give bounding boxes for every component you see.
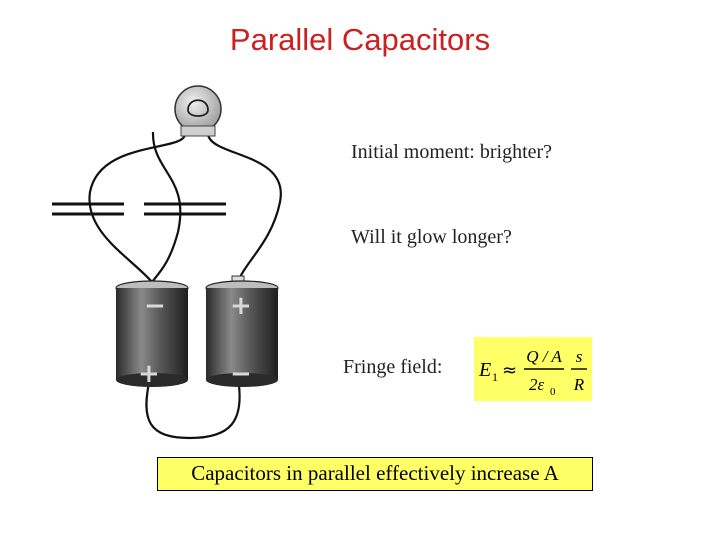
battery-left-bottom-sign: + [138,359,160,389]
bulb-icon [174,85,222,137]
formula-numerator: Q / A [526,347,562,366]
formula-ratio-num: s [576,347,583,366]
battery-left: − + [115,280,189,389]
circuit-diagram: − + + − [52,85,282,440]
summary-callout: Capacitors in parallel effectively incre… [157,457,593,491]
wires [88,131,282,440]
battery-left-top-sign: − [144,291,166,321]
fringe-field-label: Fringe field: [343,356,443,378]
question-initial-brightness: Initial moment: brighter? [351,141,553,163]
battery-right-bottom-sign: − [230,359,252,389]
capacitor-plates [52,202,226,216]
formula-lhs-sub: 1 [492,370,498,384]
fringe-field-formula: E 1 ≈ Q / A 2ε 0 s R [474,337,592,401]
formula-approx: ≈ [502,360,517,381]
formula-denominator: 2ε [529,375,545,394]
slide-title: Parallel Capacitors [229,22,491,57]
battery-right-top-sign: + [230,291,252,321]
formula-denominator-sub: 0 [550,386,556,398]
question-glow-longer: Will it glow longer? [351,226,512,248]
formula-lhs: E [478,359,491,381]
battery-right: + − [205,275,279,389]
formula-ratio-den: R [573,375,585,394]
